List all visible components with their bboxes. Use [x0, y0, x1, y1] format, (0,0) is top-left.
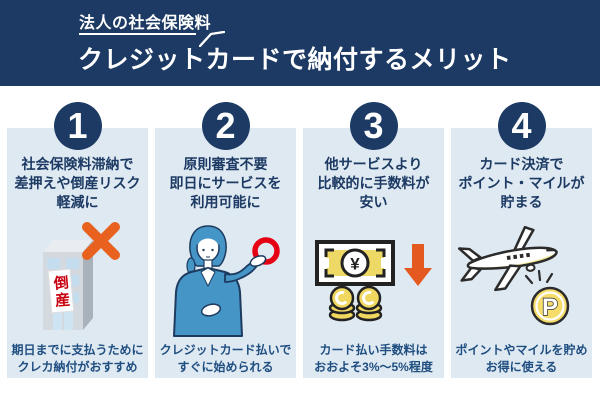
caption-line: 期日までに支払うために — [11, 343, 144, 357]
merit-card-1: 1 社会保険料滞納で 差押えや倒産リスク 軽減に 倒産 — [7, 102, 148, 378]
heading-line: 安い — [359, 194, 388, 210]
heading-line: 利用可能に — [190, 194, 261, 210]
heading-line: 貯まる — [500, 194, 543, 210]
number-badge-1: 1 — [53, 102, 102, 150]
number-badge-3: 3 — [349, 102, 398, 150]
card-1-caption: 期日までに支払うために クレカ納付がおすすめ — [7, 342, 148, 376]
sparkle-icon — [524, 269, 553, 285]
bankruptcy-label: 倒産 — [50, 273, 70, 309]
hand-drawn-tick-icon — [199, 31, 225, 47]
heading-line: 比較的に手数料が — [317, 175, 430, 191]
point-coin-icon: P — [530, 286, 569, 326]
caption-line: おおよそ3%〜5%程度 — [314, 360, 433, 374]
card-2-caption: クレジットカード払いで すぐに始められる — [155, 342, 296, 376]
heading-line: 原則審査不要 — [183, 156, 268, 172]
ok-ring-icon — [251, 237, 280, 265]
down-arrow-icon — [403, 244, 432, 286]
page-title: クレジットカードで納付するメリット — [78, 46, 512, 74]
merit-card-3: 3 他サービスより 比較的に手数料が 安い ¥ — [303, 102, 444, 378]
heading-line: 他サービスより — [324, 156, 423, 172]
caption-line: ポイントやマイルを貯め — [455, 343, 588, 357]
yen-symbol: ¥ — [350, 255, 360, 274]
coin-stack-icon — [328, 285, 382, 322]
card-2-heading: 原則審査不要 即日にサービスを 利用可能に — [155, 155, 296, 212]
businesswoman-ok-icon — [161, 214, 291, 340]
heading-line: 即日にサービスを — [169, 175, 282, 191]
heading-line: 社会保険料滞納で — [21, 156, 134, 172]
cross-mark-icon — [81, 222, 120, 260]
card-3-caption: カード払い手数料は おおよそ3%〜5%程度 — [303, 342, 444, 376]
airplane-point-coin-icon: P — [457, 214, 587, 340]
yen-bill-coins-down-arrow-icon: ¥ — [309, 214, 439, 340]
card-1-heading: 社会保険料滞納で 差押えや倒産リスク 軽減に — [7, 155, 148, 212]
card-4-heading: カード決済で ポイント・マイルが 貯まる — [451, 155, 592, 212]
caption-line: クレジットカード払いで — [159, 343, 292, 357]
card-4-caption: ポイントやマイルを貯め お得に使える — [451, 342, 592, 376]
heading-line: ポイント・マイルが — [458, 175, 585, 191]
caption-line: クレカ納付がおすすめ — [17, 360, 138, 374]
caption-line: お得に使える — [485, 360, 558, 374]
header-label: 法人の社会保険料 — [79, 15, 212, 32]
caption-line: カード払い手数料は — [319, 343, 428, 357]
merit-card-2: 2 原則審査不要 即日にサービスを 利用可能に — [155, 102, 296, 378]
heading-line: 差押えや倒産リスク — [14, 175, 141, 191]
point-letter: P — [541, 294, 557, 321]
header-banner: 法人の社会保険料 クレジットカードで納付するメリット — [0, 0, 600, 86]
number-badge-2: 2 — [201, 102, 250, 150]
header-label-underline — [79, 33, 196, 35]
card-3-heading: 他サービスより 比較的に手数料が 安い — [303, 155, 444, 212]
number-badge-4: 4 — [497, 102, 546, 150]
heading-line: カード決済で — [479, 156, 564, 172]
heading-line: 軽減に — [56, 194, 99, 210]
caption-line: すぐに始められる — [177, 360, 274, 374]
airplane-icon — [457, 225, 558, 292]
merit-card-4: 4 カード決済で ポイント・マイルが 貯まる — [451, 102, 592, 378]
bankrupt-building-cross-icon: 倒産 — [13, 214, 143, 340]
